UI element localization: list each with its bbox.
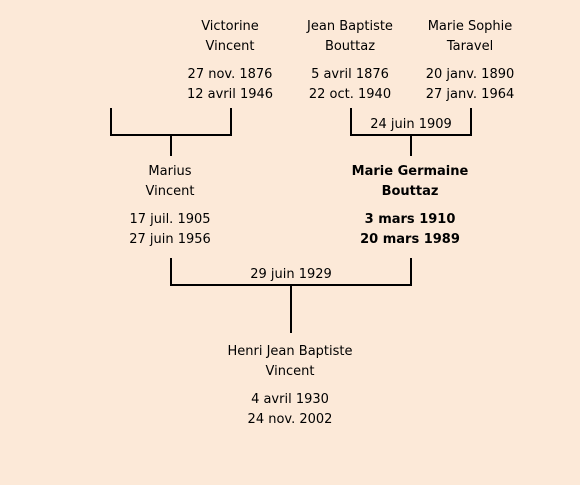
death-date: 20 mars 1989 [360,232,460,247]
connector-left-vertical-a [110,108,112,136]
connector-left-vertical-b [230,108,232,136]
person-last-name: Bouttaz [381,184,439,199]
marriage-date-bouttaz-taravel: 24 juin 1909 [370,117,452,132]
person-marie-germaine-bouttaz: Marie Germaine Bouttaz 3 mars 1910 20 ma… [345,162,475,250]
person-marius-vincent: Marius Vincent 17 juil. 1905 27 juin 195… [110,162,230,250]
person-henri-jean-baptiste-vincent: Henri Jean Baptiste Vincent 4 avril 1930… [210,342,370,430]
person-marie-sophie-taravel: Marie Sophie Taravel 20 janv. 1890 27 ja… [410,17,530,105]
birth-date: 20 janv. 1890 [425,67,515,82]
birth-date: 5 avril 1876 [311,67,389,82]
connector-right-vertical-b [470,108,472,136]
death-date: 27 juin 1956 [129,232,211,247]
person-first-name: Marie Sophie [427,19,513,34]
person-last-name: Vincent [145,184,195,199]
connector-right-descent [410,134,412,156]
person-first-name: Henri Jean Baptiste [227,344,353,359]
person-first-name: Marie Germaine [351,164,469,179]
person-jean-baptiste-bouttaz: Jean Baptiste Bouttaz 5 avril 1876 22 oc… [290,17,410,105]
death-date: 27 janv. 1964 [425,87,515,102]
connector-left-descent [170,134,172,156]
person-last-name: Bouttaz [324,39,376,54]
connector-bottom-vertical-a [170,258,172,286]
person-victorine-vincent: Victorine Vincent 27 nov. 1876 12 avril … [170,17,290,105]
birth-date: 17 juil. 1905 [129,212,211,227]
person-first-name: Victorine [201,19,259,34]
person-last-name: Taravel [446,39,494,54]
death-date: 24 nov. 2002 [247,412,333,427]
death-date: 22 oct. 1940 [308,87,392,102]
marriage-date-vincent-bouttaz: 29 juin 1929 [250,267,332,282]
connector-right-vertical-a [350,108,352,136]
connector-bottom-vertical-b [410,258,412,286]
death-date: 12 avril 1946 [186,87,274,102]
birth-date: 3 mars 1910 [364,212,456,227]
birth-date: 4 avril 1930 [251,392,329,407]
person-first-name: Jean Baptiste [307,19,393,34]
birth-date: 27 nov. 1876 [187,67,273,82]
person-first-name: Marius [148,164,192,179]
connector-bottom-descent [290,284,292,333]
person-last-name: Vincent [265,364,315,379]
person-last-name: Vincent [205,39,255,54]
